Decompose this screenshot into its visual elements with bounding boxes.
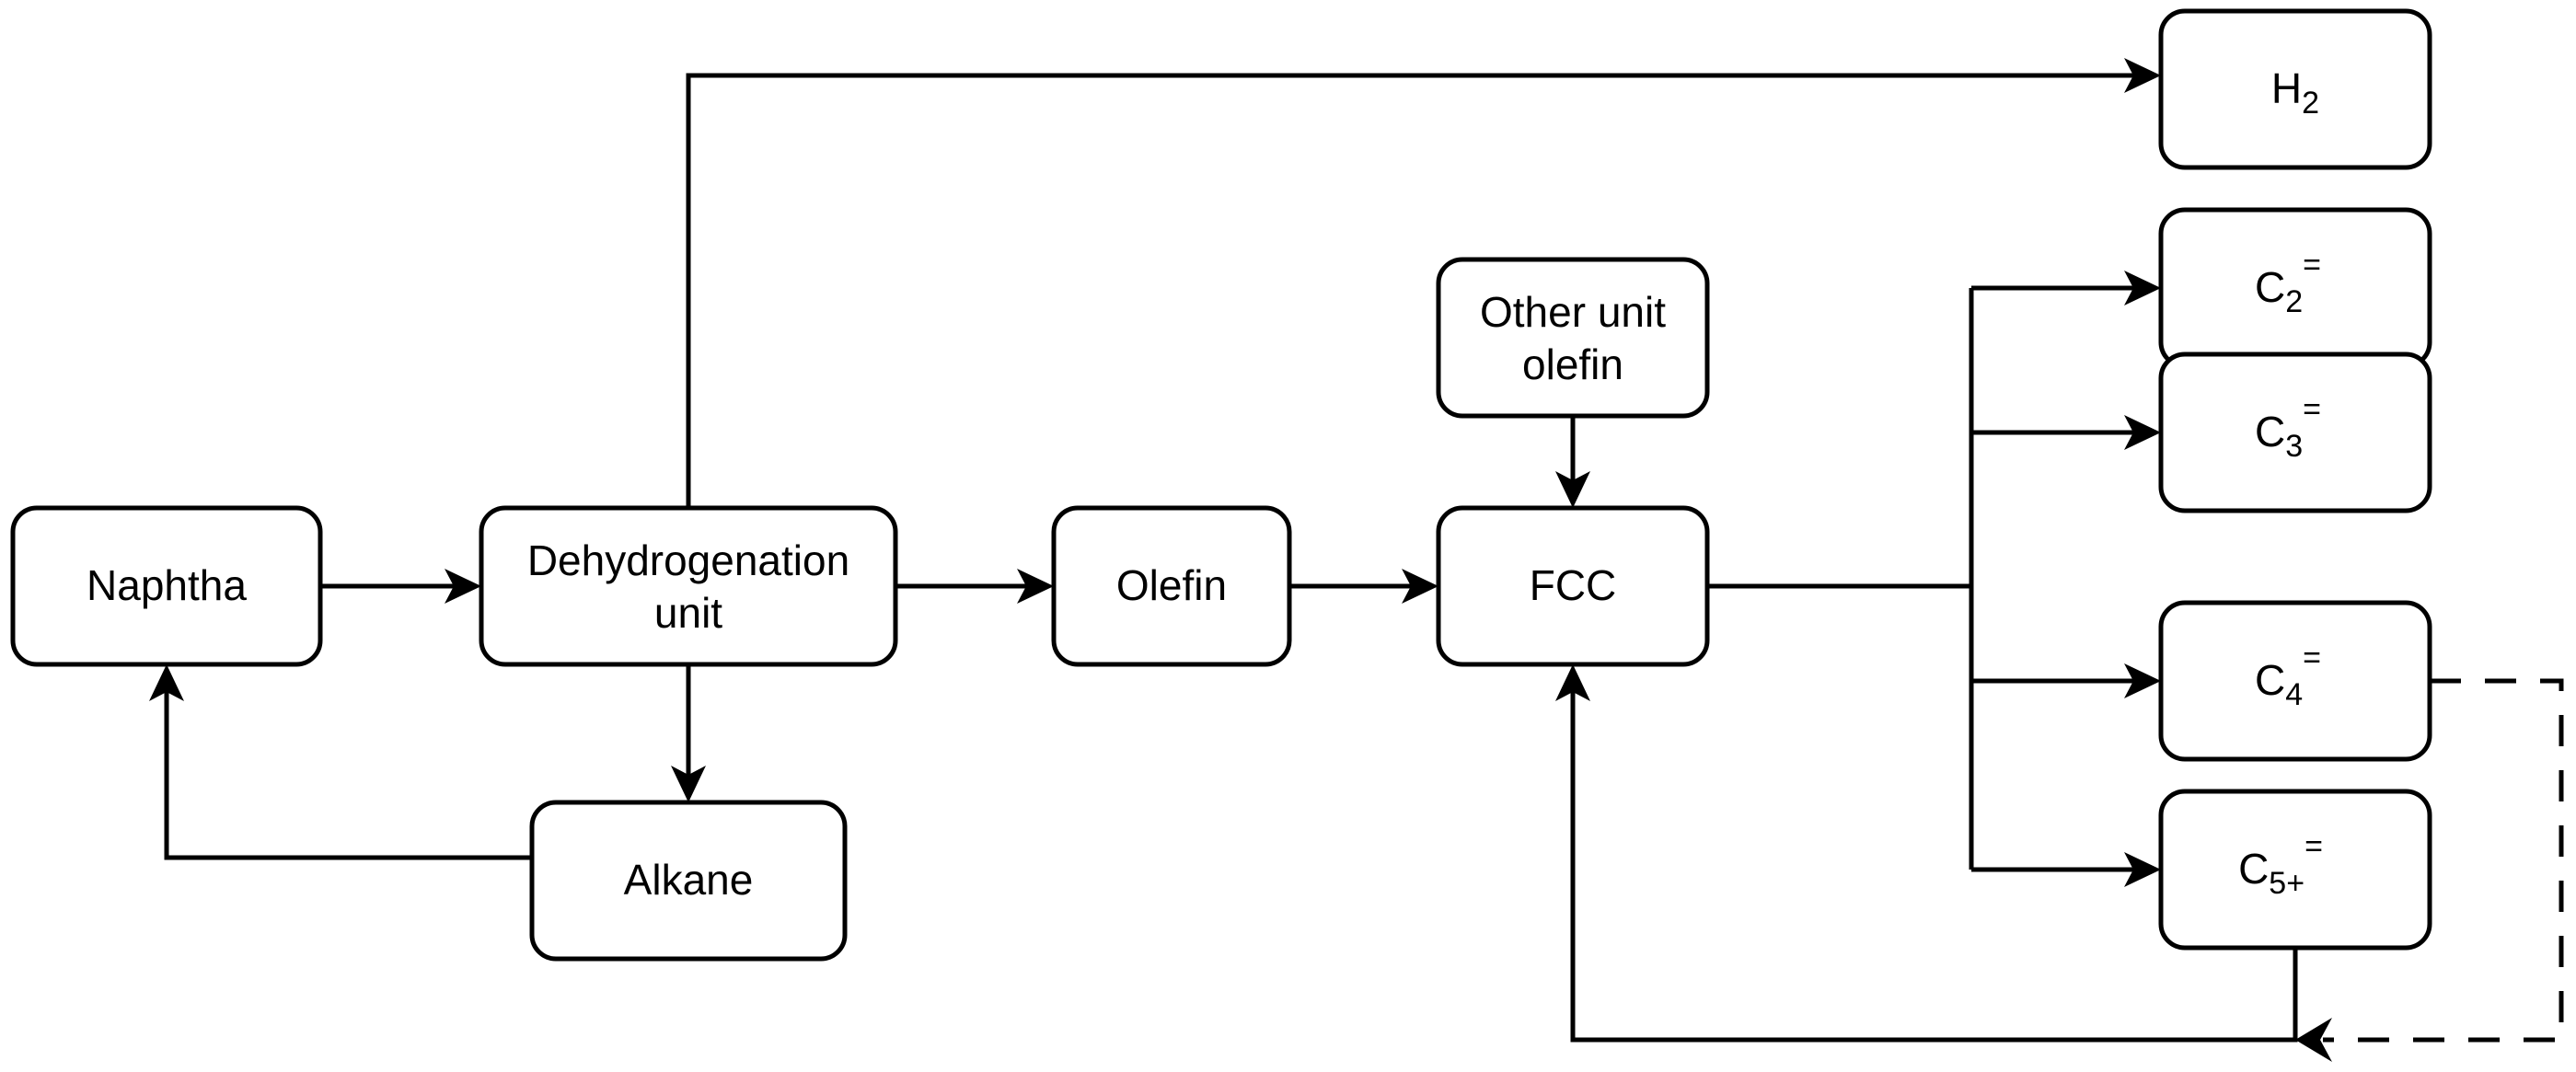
node-c3-base: C <box>2255 408 2285 455</box>
edge-olefin-to-fcc <box>1289 569 1438 604</box>
node-alkane[interactable]: Alkane <box>529 800 848 962</box>
node-h2[interactable]: H2 <box>2158 8 2432 170</box>
node-c5-plus-sup: = <box>2305 829 2323 864</box>
node-olefin-shape[interactable] <box>1051 505 1292 667</box>
node-c2-sub: 2 <box>2285 284 2303 319</box>
node-other-unit-olefin-shape[interactable] <box>1436 257 1710 419</box>
node-c2[interactable]: C2= <box>2158 207 2432 369</box>
node-naphtha-label: Naphtha <box>87 561 247 609</box>
edge-fcc-to-c4 <box>1971 663 2161 698</box>
node-fcc[interactable]: FCC <box>1436 505 1710 667</box>
node-c2-base: C <box>2255 263 2285 311</box>
node-c2-label: C2= <box>2255 248 2321 319</box>
edge-other-olefin-to-fcc <box>1555 416 1590 508</box>
node-c3-sup: = <box>2303 392 2321 427</box>
edge-naphtha-to-dehydro <box>320 569 481 604</box>
node-dehydrogenation-unit-label-line2: unit <box>654 589 722 637</box>
edge-dehydro-to-olefin <box>895 569 1054 604</box>
edge-fcc-to-c5p <box>1971 852 2161 887</box>
node-c4[interactable]: C4= <box>2158 600 2432 762</box>
node-h2-sub: 2 <box>2302 86 2319 121</box>
node-dehydrogenation-unit-shape[interactable] <box>479 505 898 667</box>
node-c4-base: C <box>2255 656 2285 704</box>
edge-alkane-to-naphtha <box>149 664 532 860</box>
node-dehydrogenation-unit[interactable]: Dehydrogenation unit <box>479 505 898 667</box>
node-fcc-shape[interactable] <box>1436 505 1710 667</box>
node-other-unit-olefin-label-line1: Other unit <box>1480 288 1666 336</box>
edge-dehydro-to-alkane <box>671 664 706 802</box>
node-h2-base: H <box>2271 64 2302 112</box>
node-c3-shape[interactable] <box>2158 352 2432 513</box>
node-c4-label: C4= <box>2255 640 2321 712</box>
node-naphtha-shape[interactable] <box>10 505 323 667</box>
node-other-unit-olefin-label-line2: olefin <box>1522 340 1623 388</box>
edge-c4-recycle-dashed <box>2295 678 2564 1062</box>
edge-fcc-distribution-bus <box>1707 288 1974 870</box>
node-olefin[interactable]: Olefin <box>1051 505 1292 667</box>
edge-dehydro-to-h2 <box>686 58 2161 508</box>
node-c4-sub: 4 <box>2285 677 2303 712</box>
edge-c5p-to-fcc-recycle <box>1555 664 2298 1043</box>
node-c3-sub: 3 <box>2285 429 2303 464</box>
node-h2-shape[interactable] <box>2158 8 2432 170</box>
node-h2-label: H2 <box>2271 64 2319 121</box>
node-c3-label: C3= <box>2255 392 2321 464</box>
node-olefin-label: Olefin <box>1116 561 1227 609</box>
edge-fcc-to-c3 <box>1971 415 2161 450</box>
node-c4-sup: = <box>2303 640 2321 675</box>
node-c4-shape[interactable] <box>2158 600 2432 762</box>
node-c5-plus-shape[interactable] <box>2158 789 2432 951</box>
node-c5-plus-sub: 5+ <box>2269 866 2305 901</box>
node-c5-plus-base: C <box>2238 845 2269 893</box>
node-alkane-shape[interactable] <box>529 800 848 962</box>
node-other-unit-olefin[interactable]: Other unit olefin <box>1436 257 1710 419</box>
node-fcc-label: FCC <box>1530 561 1617 609</box>
node-c3[interactable]: C3= <box>2158 352 2432 513</box>
node-c5-plus-label: C5+= <box>2238 829 2323 901</box>
node-alkane-label: Alkane <box>624 856 754 904</box>
node-c5-plus[interactable]: C5+= <box>2158 789 2432 951</box>
node-c2-sup: = <box>2303 248 2321 282</box>
node-naphtha[interactable]: Naphtha <box>10 505 323 667</box>
node-dehydrogenation-unit-label-line1: Dehydrogenation <box>527 536 849 584</box>
edge-fcc-to-c2 <box>1971 271 2161 305</box>
